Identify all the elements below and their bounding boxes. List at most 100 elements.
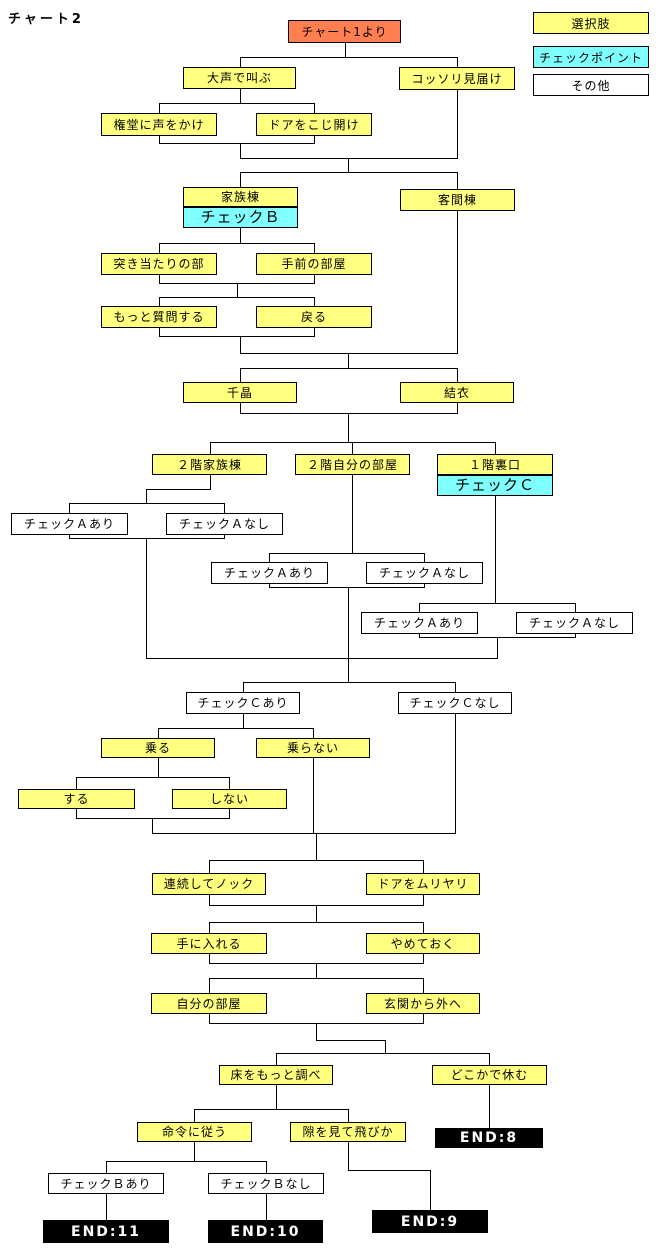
connector-line	[69, 503, 225, 504]
connector-line	[158, 728, 314, 729]
connector-line	[348, 587, 349, 659]
node-motto-shitsumon: もっと質問する	[101, 306, 217, 328]
connector-line	[69, 535, 70, 539]
node-check-a-nashi-2: チェックＡなし	[366, 562, 483, 584]
connector-line	[159, 328, 160, 337]
connector-line	[146, 538, 147, 659]
connector-line	[76, 818, 230, 819]
connector-line	[348, 353, 349, 369]
node-check-c-nashi: チェックＣなし	[398, 692, 512, 714]
node-check-c: チェックＣ	[437, 475, 553, 496]
connector-line	[276, 1085, 277, 1110]
connector-line	[158, 728, 159, 739]
connector-line	[243, 714, 244, 729]
node-yuka-wo-motto-shirabe: 床をもっと調べ	[219, 1065, 333, 1085]
connector-line	[209, 978, 424, 979]
connector-line	[229, 809, 230, 819]
connector-line	[159, 297, 315, 298]
connector-line	[158, 758, 159, 778]
connector-line	[423, 895, 424, 906]
legend-choice: 選択肢	[533, 12, 649, 34]
connector-line	[314, 275, 315, 284]
node-kossori-mitodoke: コッソリ見届け	[399, 67, 515, 90]
connector-line	[457, 403, 458, 414]
connector-line	[106, 1161, 267, 1162]
connector-line	[240, 228, 241, 244]
node-meirei-ni-shitagau: 命令に従う	[137, 1122, 252, 1142]
node-oogoe-de-sakebu: 大声で叫ぶ	[183, 67, 296, 89]
connector-line	[314, 297, 315, 307]
node-kyakuma-tou: 客間棟	[400, 189, 515, 211]
connector-line	[159, 297, 160, 307]
connector-line	[352, 442, 353, 455]
connector-line	[76, 809, 77, 819]
node-end-8: END:8	[435, 1128, 543, 1148]
connector-line	[314, 328, 315, 337]
node-shinai: しない	[172, 789, 287, 809]
connector-line	[159, 103, 160, 114]
connector-line	[316, 963, 317, 979]
connector-line	[495, 442, 496, 455]
connector-line	[240, 158, 458, 159]
connector-line	[240, 172, 458, 173]
node-temae-no-heya: 手前の部屋	[256, 253, 372, 275]
connector-line	[152, 818, 153, 834]
connector-line	[313, 728, 314, 739]
node-te-ni-ireru: 手に入れる	[151, 933, 267, 954]
node-end-11: END:11	[43, 1220, 169, 1243]
connector-line	[316, 1023, 317, 1041]
connector-line	[240, 89, 241, 104]
connector-line	[276, 1053, 490, 1054]
connector-line	[419, 603, 420, 613]
node-chiaki: 千晶	[183, 382, 297, 403]
connector-line	[159, 243, 315, 244]
node-noranai: 乗らない	[256, 738, 370, 758]
node-end-9: END:9	[372, 1210, 488, 1233]
connector-line	[348, 413, 349, 443]
node-start-chart1-yori: チャート1より	[288, 20, 401, 43]
node-dokoka-de-yasumu: どこかで休む	[432, 1065, 547, 1085]
connector-line	[210, 442, 211, 455]
connector-line	[159, 136, 160, 144]
connector-line	[209, 922, 424, 923]
connector-line	[159, 103, 315, 104]
connector-line	[209, 860, 210, 874]
connector-line	[266, 1194, 267, 1221]
node-tsukiatari-no-heya: 突き当たりの部	[101, 253, 217, 275]
connector-line	[423, 978, 424, 994]
node-renzoku-knock: 連続してノック	[152, 873, 266, 895]
connector-line	[345, 43, 346, 58]
connector-line	[159, 336, 315, 337]
connector-line	[424, 553, 425, 563]
connector-line	[209, 895, 210, 906]
connector-line	[348, 158, 349, 173]
connector-line	[240, 57, 241, 68]
connector-line	[489, 1085, 490, 1129]
connector-line	[240, 368, 241, 383]
connector-line	[457, 57, 458, 68]
node-check-b: チェックＢ	[183, 207, 298, 228]
connector-line	[352, 475, 353, 554]
node-door-wo-kojiake: ドアをこじ開け	[256, 113, 372, 136]
connector-line	[430, 1170, 431, 1211]
connector-line	[495, 496, 496, 604]
node-check-a-nashi-3: チェックＡなし	[516, 612, 633, 634]
connector-line	[240, 353, 458, 354]
connector-line	[240, 172, 241, 188]
node-check-a-nashi-1: チェックＡなし	[166, 513, 283, 535]
connector-line	[269, 553, 425, 554]
node-suki-wo-mite-tobika: 隙を見て飛びか	[290, 1122, 406, 1142]
connector-line	[269, 587, 425, 588]
connector-line	[240, 413, 458, 414]
node-gondou-ni-koe: 権堂に声をかけ	[101, 113, 217, 136]
connector-line	[209, 1014, 210, 1024]
node-check-b-nashi: チェックＢなし	[208, 1173, 324, 1194]
page-title: チャート2	[8, 12, 84, 27]
connector-line	[76, 777, 230, 778]
connector-line	[106, 1194, 107, 1221]
connector-line	[424, 584, 425, 588]
connector-line	[194, 1109, 195, 1123]
connector-line	[209, 954, 210, 964]
connector-line	[457, 90, 458, 159]
